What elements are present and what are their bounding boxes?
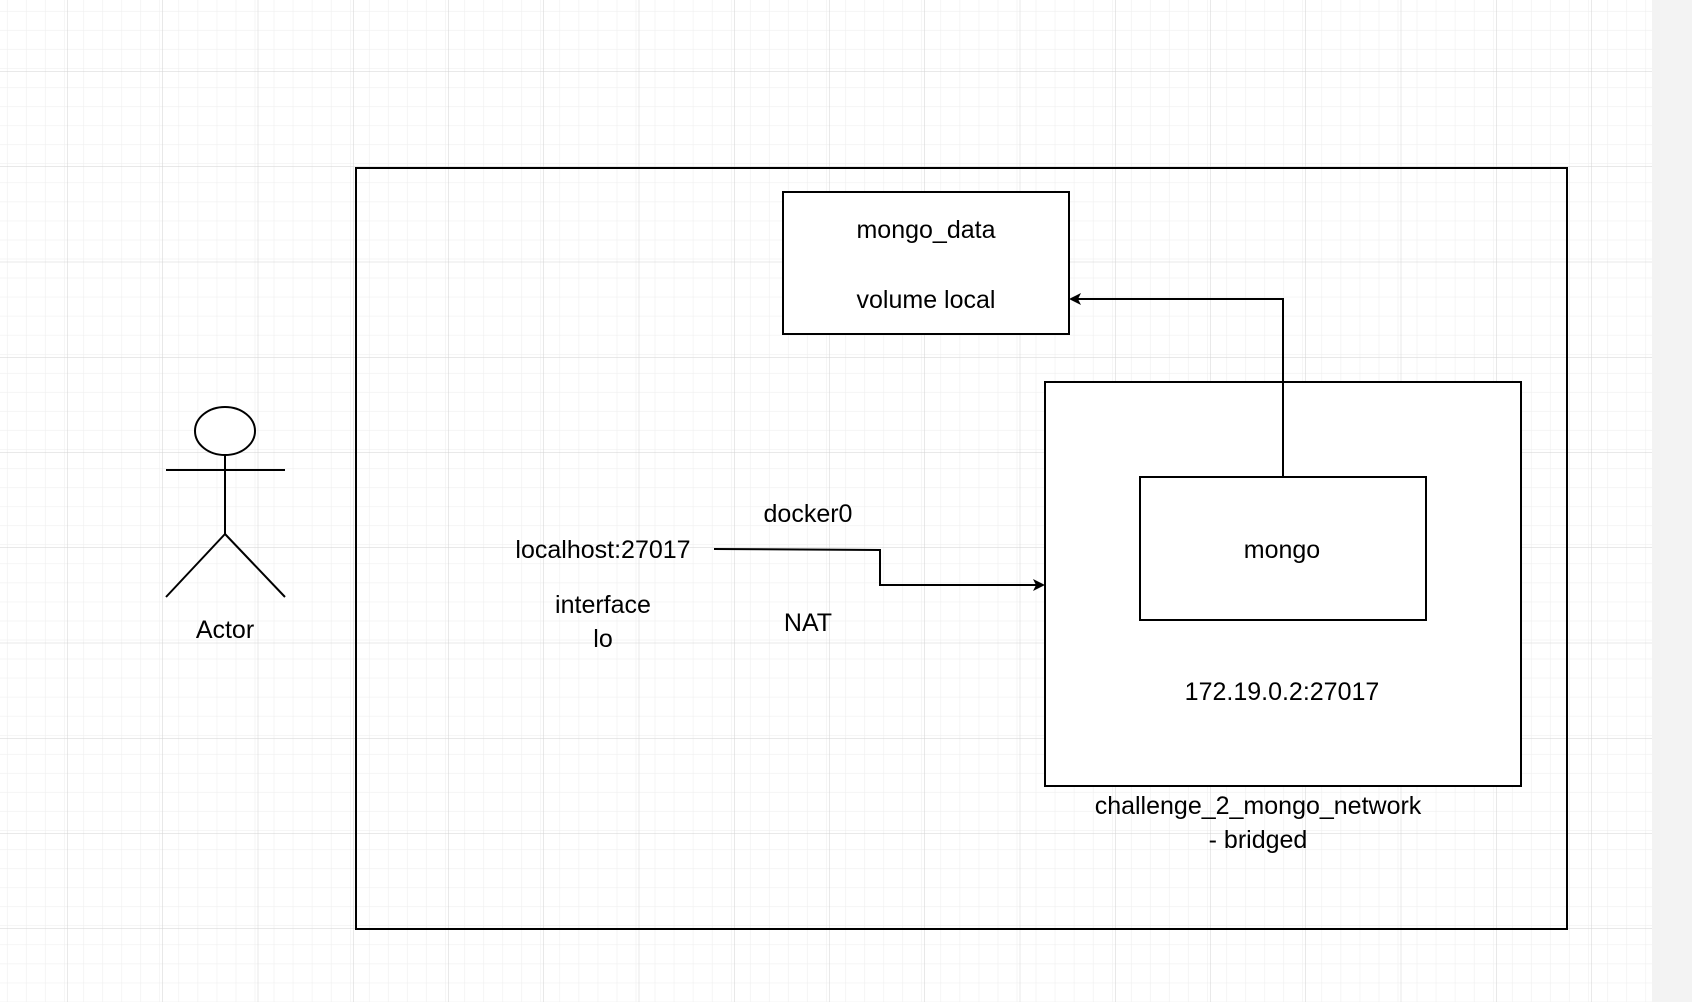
docker0-edge-label: docker0	[764, 500, 853, 528]
network-address: 172.19.0.2:27017	[1185, 678, 1380, 706]
interface-label-line1: interface	[555, 591, 651, 619]
interface-label-line2: lo	[593, 625, 612, 653]
mongo-container-label: mongo	[1244, 536, 1320, 564]
scroll-strip[interactable]	[1652, 0, 1692, 1002]
volume-box[interactable]: mongo_data volume local	[782, 191, 1070, 335]
actor-left-leg	[165, 533, 226, 598]
network-name-line1: challenge_2_mongo_network	[1095, 792, 1422, 820]
volume-mount-edge[interactable]	[1069, 293, 1284, 477]
port-forward-edge[interactable]	[713, 548, 1045, 591]
actor-head	[194, 406, 256, 456]
localhost-address: localhost:27017	[515, 536, 690, 564]
actor-figure[interactable]	[165, 406, 286, 598]
host-boundary-box[interactable]	[355, 167, 1568, 930]
volume-name: mongo_data	[856, 216, 995, 244]
nat-edge-label: NAT	[784, 609, 832, 637]
actor-label: Actor	[196, 616, 254, 644]
mongo-container-box[interactable]: mongo	[1139, 476, 1427, 621]
network-name-line2: - bridged	[1209, 826, 1308, 854]
volume-type: volume local	[857, 286, 996, 314]
actor-right-leg	[224, 533, 286, 598]
